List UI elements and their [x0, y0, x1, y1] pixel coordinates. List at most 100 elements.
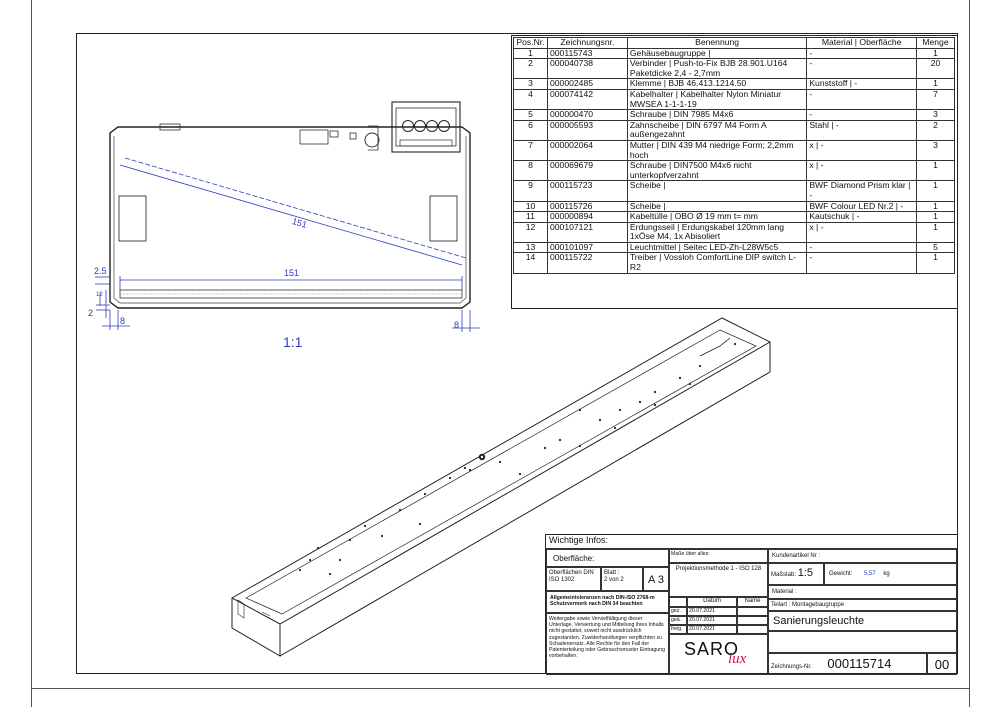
customer-article-label: Kundenartikel Nr : [772, 553, 821, 559]
sheet-label: Blatt : [604, 570, 620, 576]
bom-cell: 000074142 [546, 88, 628, 111]
bom-cell: BWF Diamond Prism klar | - [806, 180, 917, 202]
sheet-format: A 3 [648, 574, 664, 586]
bom-cell: 000002064 [546, 139, 628, 162]
bom-cell: 2 [915, 119, 956, 141]
bom-cell: Gehäusebaugruppe | [626, 47, 808, 60]
bom-cell: BWF Colour LED Nr.2 | - [806, 200, 917, 213]
bom-cell: 12 [513, 221, 548, 243]
drawn-date: 20.07.2021 [689, 608, 715, 614]
bom-cell: Schraube | DIN7500 M4x6 nicht unterkopfv… [626, 160, 808, 182]
company-logo-sub: lux [728, 651, 747, 667]
bom-cell: Scheibe | [626, 200, 808, 213]
bom-cell: 1 [915, 252, 956, 274]
bom-cell: Kunststoff | - [806, 78, 917, 90]
bom-cell: 1 [915, 78, 956, 90]
page-left-edge [31, 0, 32, 707]
bom-header-4: Menge [915, 37, 956, 49]
bom-cell: 7 [513, 139, 548, 162]
bom-cell: Leuchtmittel | Seitec LED-Zh-L28W5c5 [626, 241, 808, 254]
bom-cell: 3 [513, 78, 548, 90]
part-type: Teilart : Montagebaugruppe [771, 602, 845, 608]
material-label: Material : [772, 589, 797, 595]
bom-cell: Scheibe | [626, 180, 808, 202]
protection-notice: Weitergabe sowie Vervielfältigung dieser… [549, 616, 665, 660]
bom-cell: - [806, 252, 917, 274]
surface-label: Oberfläche: [553, 554, 595, 563]
bom-cell: x | - [806, 160, 917, 182]
bom-cell: 1 [915, 221, 956, 243]
bom-cell: 8 [513, 160, 548, 182]
bom-cell: x | - [806, 221, 917, 243]
bom-cell: - [806, 47, 917, 60]
bom-header-3: Material | Oberfläche [806, 37, 917, 49]
drawing-number-label: Zeichnungs-Nr. [771, 664, 812, 670]
bom-header-1: Zeichnungsnr. [546, 37, 628, 49]
bom-cell: 5 [513, 109, 548, 121]
bom-cell: Klemme | BJB 46.413.1214.50 [626, 78, 808, 90]
bom-cell: 000115722 [546, 252, 628, 274]
bom-cell: 000069679 [546, 160, 628, 182]
dim-151-horizontal: 151 [284, 268, 300, 278]
drawing-title: Sanierungsleuchte [773, 615, 865, 627]
bom-cell: 000040738 [546, 58, 628, 80]
dim-8-left: 8 [120, 316, 126, 326]
scale-label: Maßstab: [771, 572, 797, 578]
bom-cell: 1 [513, 47, 548, 60]
name-label: Name [744, 598, 761, 604]
company-logo: SARO [684, 639, 740, 659]
bom-cell: Mutter | DIN 439 M4 niedrige Form; 2,2mm… [626, 139, 808, 162]
title-block: Wichtige Infos: Oberfläche: Oberflächen … [545, 534, 958, 675]
bom-cell: 9 [513, 180, 548, 202]
dimensions-overall-label: Maße über alles: [671, 551, 710, 557]
bom-cell: - [806, 88, 917, 111]
bom-header-2: Benennung [626, 37, 808, 49]
bom-cell: 10 [513, 200, 548, 213]
bom-cell: 11 [513, 211, 548, 223]
page-bottom-edge [31, 688, 970, 689]
bom-cell: Kabeltülle | OBO Ø 19 mm t= mm [626, 211, 808, 223]
bom-cell: - [806, 109, 917, 121]
bom-cell: 5 [915, 241, 956, 254]
bom-cell: 1 [915, 180, 956, 202]
bom-cell: Verbinder | Push-to-Fix BJB 28.901.U164 … [626, 58, 808, 80]
projection-method: Projektionsmethode 1 - ISO 128 [675, 566, 762, 572]
bom-cell: 000107121 [546, 221, 628, 243]
weight-unit: kg [883, 571, 890, 577]
bom-cell: 000000470 [546, 109, 628, 121]
bom-cell: 13 [513, 241, 548, 254]
released-label: freig. [671, 626, 683, 632]
scale-value: 1:5 [797, 567, 813, 579]
bom-cell: 1 [915, 47, 956, 60]
bom-cell: 000115723 [546, 180, 628, 202]
bom-cell: 000000894 [546, 211, 628, 223]
bom-cell: 2 [513, 58, 548, 80]
changed-label: geä. [671, 617, 682, 623]
weight-label: Gewicht: [829, 571, 853, 577]
bom-cell: 1 [915, 160, 956, 182]
bom-cell: - [806, 241, 917, 254]
bom-cell: Zahnscheibe | DIN 6797 M4 Form A außenge… [626, 119, 808, 141]
bom-cell: Kabelhalter | Kabelhalter Nylon Miniatur… [626, 88, 808, 111]
bom-cell: 000002485 [546, 78, 628, 90]
bom-cell: 000005593 [546, 119, 628, 141]
changed-date: 20.07.2021 [689, 617, 715, 623]
bom-cell: Kautschuk | - [806, 211, 917, 223]
bom-cell: 6 [513, 119, 548, 141]
general-tolerances: Allgemeintoleranzen nach DIN-ISO 2768-m … [550, 595, 655, 608]
bom-cell: x | - [806, 139, 917, 162]
bom-cell: 000115726 [546, 200, 628, 213]
bom-cell: 7 [915, 88, 956, 111]
